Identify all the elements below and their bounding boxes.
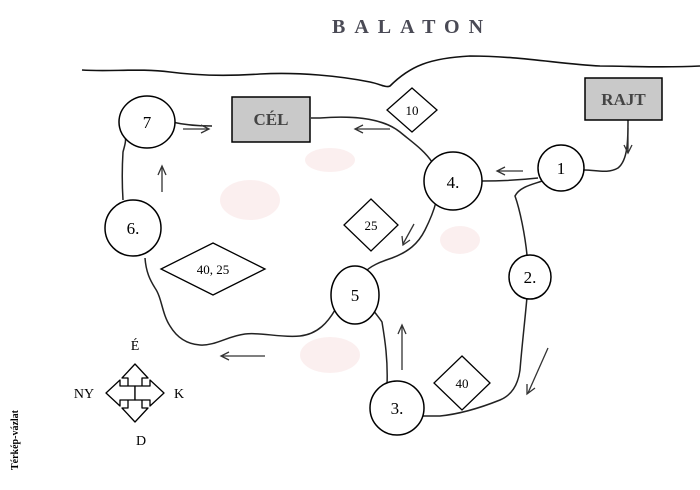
- finish-box: CÉL: [231, 96, 311, 143]
- finish-label: CÉL: [254, 110, 289, 129]
- route-cp3-to-cp5: [371, 307, 388, 386]
- speed-sign-40: 40: [433, 355, 491, 411]
- route-cp5-to-cp6: [144, 257, 336, 346]
- route-cp7-to-finish: [171, 121, 213, 127]
- speed-sign-10: 10: [386, 87, 438, 133]
- paper-smudge: [300, 337, 360, 373]
- checkpoint-7: 7: [118, 95, 176, 149]
- checkpoint-label: 5: [351, 286, 360, 305]
- speed-sign-label: 40: [456, 376, 469, 391]
- checkpoint-2: 2.: [508, 254, 552, 300]
- arrow-cp4-to-cp5: [401, 223, 415, 247]
- speed-sign-25: 25: [343, 198, 399, 252]
- route-cp1-to-cp2: [514, 179, 546, 256]
- arrow-start-down: [623, 128, 633, 155]
- compass-south-label: D: [136, 434, 146, 449]
- arrow-cp5-to-cp6: [219, 351, 265, 361]
- checkpoint-5: 5: [330, 265, 380, 325]
- arrow-cp3-to-cp5: [397, 323, 407, 370]
- paper-smudge: [440, 226, 480, 254]
- route-cp4-to-finish: [311, 116, 433, 163]
- arrow-cp6-to-cp7: [157, 164, 167, 192]
- paper-smudge: [305, 148, 355, 172]
- route-cp6-to-cp7: [121, 132, 127, 201]
- compass-west-label: NY: [74, 387, 94, 402]
- shoreline: [81, 55, 700, 88]
- sketch-caption: Térkép-vázlat: [10, 409, 21, 470]
- checkpoint-3: 3.: [369, 380, 425, 436]
- compass-arrows-icon: [105, 363, 165, 423]
- speed-sign-label: 10: [406, 103, 419, 118]
- arrow-cp2-to-cp3: [526, 347, 549, 396]
- speed-sign-40-25: 40, 25: [159, 242, 267, 296]
- checkpoint-label: 3.: [391, 399, 404, 418]
- checkpoint-label: 4.: [447, 173, 460, 192]
- speed-sign-label: 25: [365, 218, 378, 233]
- route-cp2-to-cp3: [423, 296, 528, 417]
- compass-rose: É D K NY: [74, 337, 184, 449]
- paper-smudge: [220, 180, 280, 220]
- compass-east-label: K: [174, 387, 184, 402]
- route-start-to-cp1: [583, 119, 629, 173]
- route-cp5-to-cp4: [363, 201, 437, 274]
- start-box: RAJT: [584, 77, 663, 121]
- checkpoint-label: 2.: [524, 268, 537, 287]
- checkpoint-label: 6.: [127, 219, 140, 238]
- arrow-cp1-to-cp4: [495, 166, 523, 176]
- checkpoint-4: 4.: [423, 151, 483, 211]
- checkpoint-6: 6.: [104, 199, 162, 257]
- speed-sign-label: 40, 25: [197, 262, 230, 277]
- arrow-cp7-to-finish: [183, 124, 211, 134]
- route-cp1-to-cp4: [481, 177, 539, 182]
- checkpoint-label: 1: [557, 159, 566, 178]
- arrow-cp4-to-finish: [353, 124, 390, 134]
- checkpoint-label: 7: [143, 113, 152, 132]
- compass-north-label: É: [131, 337, 140, 354]
- start-label: RAJT: [601, 90, 646, 109]
- checkpoint-1: 1: [537, 144, 585, 192]
- lake-label: BALATON: [332, 16, 492, 38]
